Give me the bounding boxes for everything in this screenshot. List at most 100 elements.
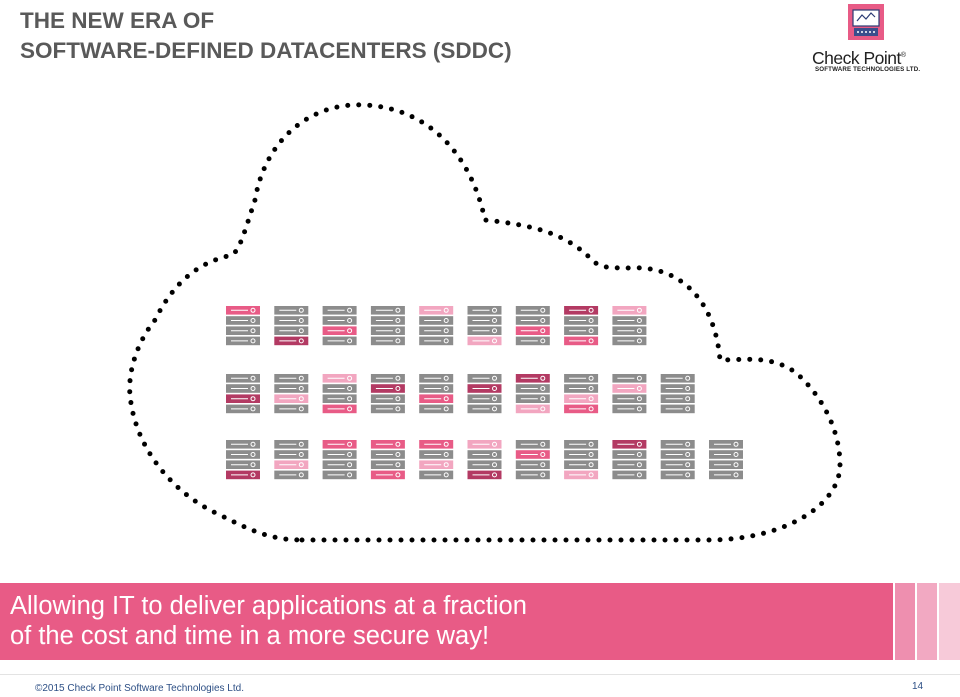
logo-subtitle: SOFTWARE TECHNOLOGIES LTD. (815, 66, 921, 73)
server-indicator (540, 396, 546, 402)
server-rack-icon (515, 440, 550, 480)
server-indicator (443, 441, 449, 447)
server-indicator (250, 328, 256, 334)
server-indicator (588, 307, 594, 313)
server-indicator (395, 386, 401, 391)
server-indicator (540, 452, 546, 457)
server-indicator (395, 441, 401, 447)
accent-strip-2 (917, 583, 937, 660)
server-indicator (395, 472, 401, 478)
server-indicator (636, 441, 642, 447)
server-grid (226, 306, 743, 480)
server-rack-icon (515, 306, 550, 346)
server-indicator (733, 462, 739, 468)
server-rack-icon (467, 374, 502, 414)
server-rack-icon (226, 374, 260, 414)
server-indicator (250, 396, 256, 402)
server-indicator (395, 452, 401, 457)
server-indicator (298, 472, 304, 478)
server-indicator (588, 328, 594, 334)
server-rack-icon (419, 440, 454, 480)
server-indicator (492, 375, 497, 381)
server-rack-icon (370, 374, 405, 414)
tagline-line-1: Allowing IT to deliver applications at a… (10, 592, 527, 620)
server-indicator (685, 462, 691, 468)
server-indicator (298, 441, 304, 447)
server-indicator (685, 406, 691, 412)
server-rack-icon (612, 440, 647, 480)
server-indicator (588, 386, 594, 391)
server-indicator (636, 396, 642, 402)
server-indicator (443, 386, 449, 391)
server-indicator (298, 406, 304, 412)
check-point-logo-icon (848, 4, 884, 40)
server-rack-icon (564, 440, 599, 480)
server-rack-icon (515, 374, 550, 414)
tagline-line-2: of the cost and time in a more secure wa… (10, 622, 490, 650)
server-rack-icon (274, 374, 309, 414)
server-rack-icon (226, 440, 260, 480)
slide-title: THE NEW ERA OF SOFTWARE-DEFINED DATACENT… (20, 6, 512, 66)
server-rack-icon (660, 440, 695, 480)
server-indicator (636, 328, 642, 334)
server-rack-icon (612, 306, 647, 346)
server-indicator (588, 441, 594, 447)
server-rack-icon (419, 374, 454, 414)
server-indicator (443, 328, 449, 334)
server-indicator (298, 338, 304, 344)
footer-divider (0, 674, 960, 675)
server-indicator (347, 318, 353, 323)
server-indicator (492, 318, 497, 323)
server-indicator (636, 375, 642, 381)
server-indicator (492, 441, 497, 447)
server-indicator (250, 375, 256, 381)
server-indicator (492, 452, 497, 457)
logo-registered-mark: ® (900, 52, 906, 59)
server-indicator (347, 328, 353, 334)
server-indicator (636, 472, 642, 478)
server-indicator (443, 318, 449, 323)
server-rack-icon (467, 440, 502, 480)
check-point-logo: Check Point® SOFTWARE TECHNOLOGIES LTD. (812, 4, 932, 76)
server-indicator (492, 386, 497, 391)
server-indicator (347, 396, 353, 402)
server-indicator (733, 441, 739, 447)
server-indicator (540, 328, 546, 334)
server-indicator (443, 472, 449, 478)
server-rack-icon (322, 440, 357, 480)
server-indicator (347, 441, 353, 447)
server-indicator (588, 375, 594, 381)
sddc-cloud-diagram (127, 102, 843, 543)
server-indicator (347, 375, 353, 381)
server-indicator (540, 386, 546, 391)
server-indicator (395, 338, 401, 344)
server-indicator (588, 462, 594, 468)
server-rack-icon (322, 306, 357, 346)
server-rack-icon (274, 440, 309, 480)
server-indicator (685, 472, 691, 478)
server-indicator (636, 338, 642, 344)
server-indicator (298, 318, 304, 323)
footer-copyright: ©2015 Check Point Software Technologies … (35, 683, 244, 694)
server-indicator (636, 318, 642, 323)
server-indicator (540, 338, 546, 344)
server-indicator (492, 472, 497, 478)
server-indicator (298, 328, 304, 334)
server-indicator (347, 338, 353, 344)
server-indicator (347, 462, 353, 468)
server-rack-icon (322, 374, 357, 414)
server-indicator (636, 462, 642, 468)
server-indicator (443, 396, 449, 402)
server-indicator (395, 328, 401, 334)
server-indicator (395, 406, 401, 412)
server-indicator (588, 318, 594, 323)
server-indicator (443, 406, 449, 412)
slide-title-line-2: SOFTWARE-DEFINED DATACENTERS (SDDC) (20, 38, 512, 63)
server-indicator (347, 472, 353, 478)
server-indicator (250, 472, 256, 478)
server-indicator (250, 462, 256, 468)
server-indicator (250, 406, 256, 412)
server-indicator (443, 375, 449, 381)
server-rack-icon (564, 306, 599, 346)
server-indicator (540, 462, 546, 468)
